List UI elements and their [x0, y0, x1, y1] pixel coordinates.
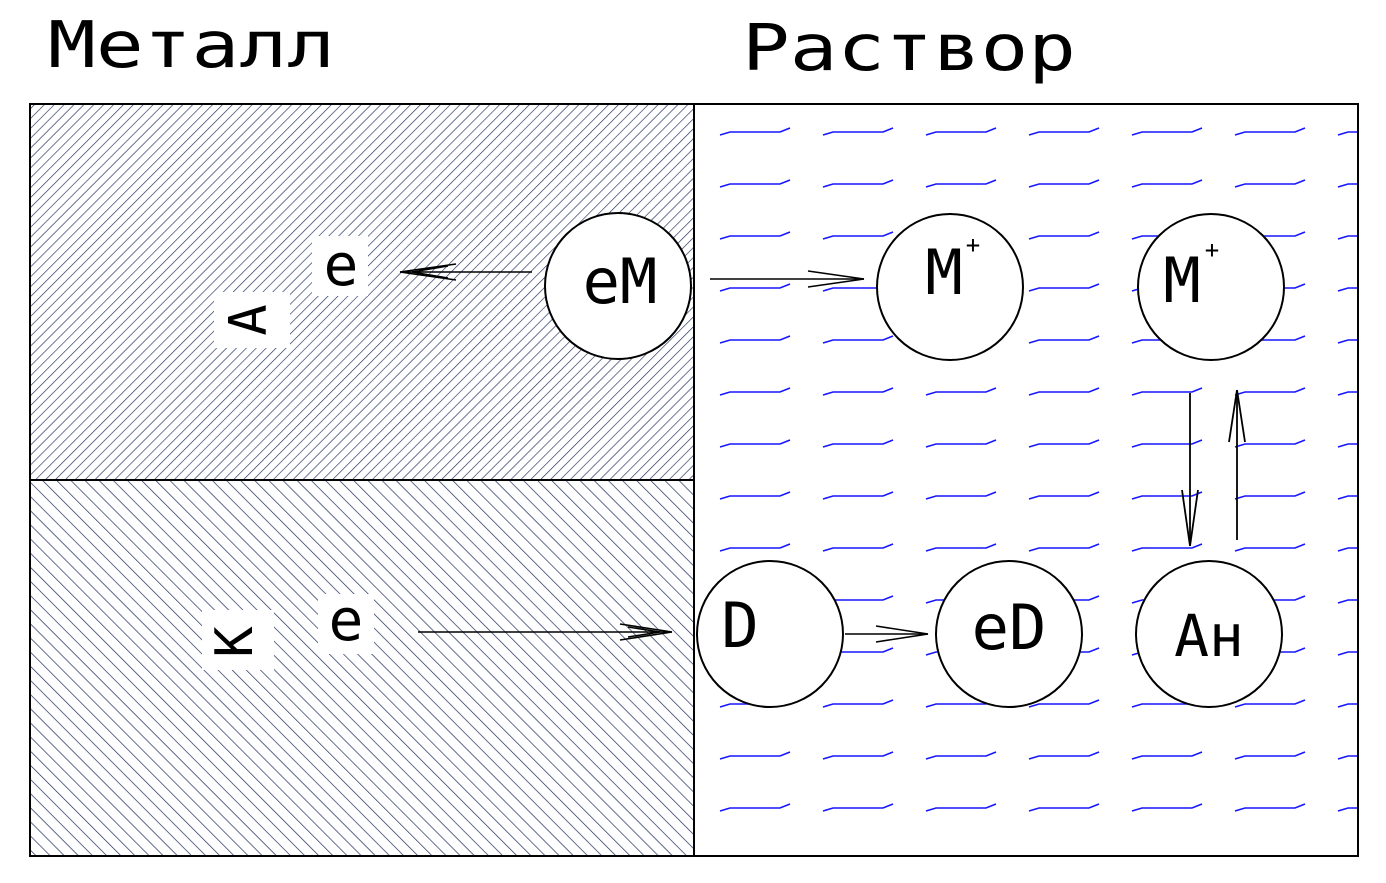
anode-label-bg [214, 292, 290, 348]
arrow-an-to-mplus [1228, 389, 1246, 540]
cathode-label: К [205, 626, 265, 658]
particle-an: Ан [1135, 560, 1283, 708]
particle-m-plus-2-label: М [1163, 244, 1200, 317]
metal-cathode-region [30, 480, 694, 856]
arrow-d-to-ed [845, 625, 929, 643]
particle-m-plus-1-label: М [925, 236, 962, 309]
cathode-label-bg [202, 610, 274, 670]
particle-em: еМ [544, 212, 692, 360]
anode-label: А [219, 304, 279, 335]
arrow-electron-to-d [418, 623, 673, 641]
solution-region [694, 104, 1358, 856]
solution-title: Раствор [742, 12, 1076, 86]
particle-d-label: D [721, 589, 758, 662]
particle-m-plus-1-charge: + [966, 231, 980, 259]
arrow-em-to-electron [399, 263, 532, 281]
electron-top-bg [312, 236, 368, 296]
metal-title: Металл [48, 9, 335, 83]
particle-an-label: Ан [1174, 602, 1244, 670]
arrow-em-to-mplus [710, 270, 865, 288]
particle-em-label: еМ [583, 245, 658, 318]
electron-top: е [324, 231, 359, 299]
electron-bottom: е [329, 586, 364, 654]
particle-m-plus-2: М + [1137, 213, 1285, 361]
particle-d: D [696, 560, 844, 708]
particle-ed: еD [935, 560, 1083, 708]
electron-bottom-bg [318, 594, 374, 654]
particle-m-plus-2-charge: + [1205, 236, 1219, 264]
arrow-mplus-to-an [1181, 393, 1199, 547]
particle-m-plus-1: М + [876, 213, 1024, 361]
particle-ed-label: еD [972, 591, 1047, 664]
